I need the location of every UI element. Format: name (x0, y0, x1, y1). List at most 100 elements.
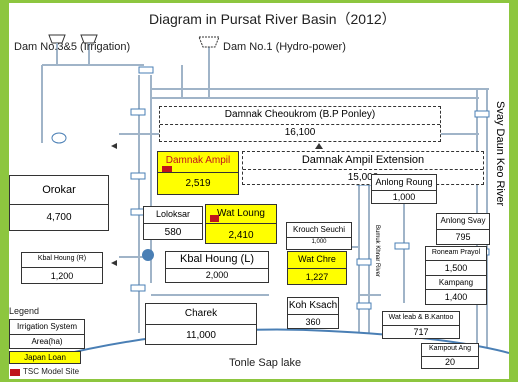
pond-marker (51, 132, 67, 144)
dam-irrigation-icon (48, 34, 98, 65)
gate-4 (130, 284, 146, 292)
box-wat-loung: Wat Loung 2,410 (205, 204, 277, 244)
box-divider (426, 289, 486, 290)
box-krouch-seuchi: Krouch Seuchi 1,000 (286, 222, 352, 250)
box-orokar: Orokar 4,700 (9, 175, 109, 231)
box-anlong-roung: Anlong Roung 1,000 (371, 174, 437, 204)
box-damnak-ampil: Damnak Ampil 2,519 (157, 151, 239, 195)
box-divider (372, 190, 436, 191)
box-divider (422, 356, 478, 357)
box-name: Damnak Cheoukrom (B.P Ponley) (224, 109, 376, 120)
box-divider (437, 229, 489, 230)
box-kbal-houng-r: Kbal Houng (R) 1,200 (21, 252, 103, 284)
legend-tsc-label: TSC Model Site (23, 367, 80, 376)
gate-5 (138, 66, 154, 74)
legend-japan-loan-label: Japan Loan (24, 353, 66, 362)
box-divider (22, 267, 102, 268)
box-area: 4,700 (46, 212, 72, 223)
box-name: Koh Ksach (288, 300, 338, 311)
box-area: 2,000 (205, 270, 229, 280)
arrow-krouch (315, 143, 323, 149)
gate-8 (356, 258, 372, 266)
box-damnak-cheoukrom: Damnak Cheoukrom (B.P Ponley) 16,100 (159, 106, 441, 142)
box-divider (144, 223, 202, 224)
box-area: 2,410 (228, 230, 254, 241)
box-divider (426, 260, 486, 261)
box-area: 1,500 (444, 263, 468, 273)
legend-irrigation-system: Irrigation System (16, 322, 78, 331)
box-area: 580 (164, 227, 182, 238)
box-name: Kampout Ang (428, 345, 472, 352)
box-kampang: Kampang 1,400 (425, 275, 487, 305)
box-name: Loloksar (155, 209, 191, 219)
tsc-marker (162, 166, 172, 173)
gate-10 (474, 110, 490, 118)
box-area: 1,227 (305, 272, 329, 282)
box-area: 2,519 (185, 178, 211, 189)
box-divider (10, 204, 108, 205)
box-name: Anlong Svay (440, 216, 486, 225)
box-kbal-houng-l: Kbal Houng (L) 2,000 (165, 251, 269, 283)
box-wat-chre: Wat Chre 1,227 (287, 251, 347, 285)
diagram-title: Diagram in Pursat River Basin（2012） (149, 11, 396, 27)
river-label: Svay Daun Keo River (494, 101, 506, 207)
legend-tsc-marker (10, 369, 20, 376)
box-divider (383, 325, 459, 326)
box-wat-leab: Wat leab & B.Kantoo 717 (382, 311, 460, 339)
box-koh-ksach: Koh Ksach 360 (287, 297, 339, 329)
gate-9 (356, 302, 372, 310)
box-area: 717 (413, 327, 429, 337)
box-divider (206, 223, 276, 224)
box-divider (243, 169, 483, 170)
box-name: Wat leab & B.Kantoo (388, 314, 454, 321)
box-roneam-prayol: Roneam Prayol 1,500 (425, 246, 487, 276)
box-area: 795 (455, 232, 471, 242)
legend-divider (10, 334, 84, 335)
tsc-marker (210, 215, 219, 222)
box-anlong-svay: Anlong Svay 795 (436, 213, 490, 245)
box-divider (166, 268, 268, 269)
arrow-orokar (111, 143, 117, 149)
box-name: Orokar (42, 184, 76, 196)
dam-irrigation-label: Dam No.3&5 (Irrigation) (14, 41, 131, 53)
gate-12 (394, 242, 410, 250)
reservoir-marker (142, 249, 154, 261)
box-name: Krouch Seuchi (292, 225, 346, 234)
legend-japan-loan: Japan Loan (9, 351, 81, 364)
box-kampout-ang: Kampout Ang 20 (421, 343, 479, 369)
legend-box-sample: Irrigation System Area(ha) (9, 319, 85, 349)
box-area: 1,000 (311, 239, 327, 245)
box-divider (287, 237, 351, 238)
box-divider (288, 314, 338, 315)
box-divider (146, 324, 256, 325)
canal-label: Bumuk Khnar River (374, 225, 380, 278)
box-damnak-ampil-extension: Damnak Ampil Extension 15,000 (242, 151, 484, 185)
box-area: 360 (305, 317, 321, 327)
gate-2 (130, 172, 146, 180)
dam-hydro-label: Dam No.1 (Hydro-power) (223, 41, 346, 53)
box-name: Damnak Ampil (165, 155, 231, 166)
box-name: Damnak Ampil Extension (301, 154, 425, 166)
legend-area: Area(ha) (31, 337, 63, 346)
legend-title: Legend (9, 306, 40, 316)
box-name: Charek (184, 308, 218, 319)
box-name: Kbal Houng (L) (180, 253, 254, 265)
dam-hydro-icon (198, 36, 220, 48)
box-area: 11,000 (186, 330, 216, 341)
box-area: 16,100 (284, 127, 316, 138)
box-charek: Charek 11,000 (145, 303, 257, 345)
box-area: 15,000 (347, 172, 379, 183)
box-area: 20 (444, 357, 455, 367)
box-name: Roneam Prayol (431, 249, 481, 256)
gate-1 (130, 108, 146, 116)
box-divider (288, 268, 346, 269)
box-area: 1,000 (392, 192, 416, 202)
box-name: Kbal Houng (R) (37, 255, 87, 262)
box-area: 1,400 (444, 292, 468, 302)
box-area: 1,200 (50, 271, 74, 281)
lake-label: Tonle Sap lake (229, 357, 302, 369)
box-loloksar: Loloksar 580 (143, 206, 203, 240)
box-divider (160, 124, 440, 125)
arrow-kbal-r (111, 260, 117, 266)
box-name: Wat Chre (298, 254, 336, 264)
